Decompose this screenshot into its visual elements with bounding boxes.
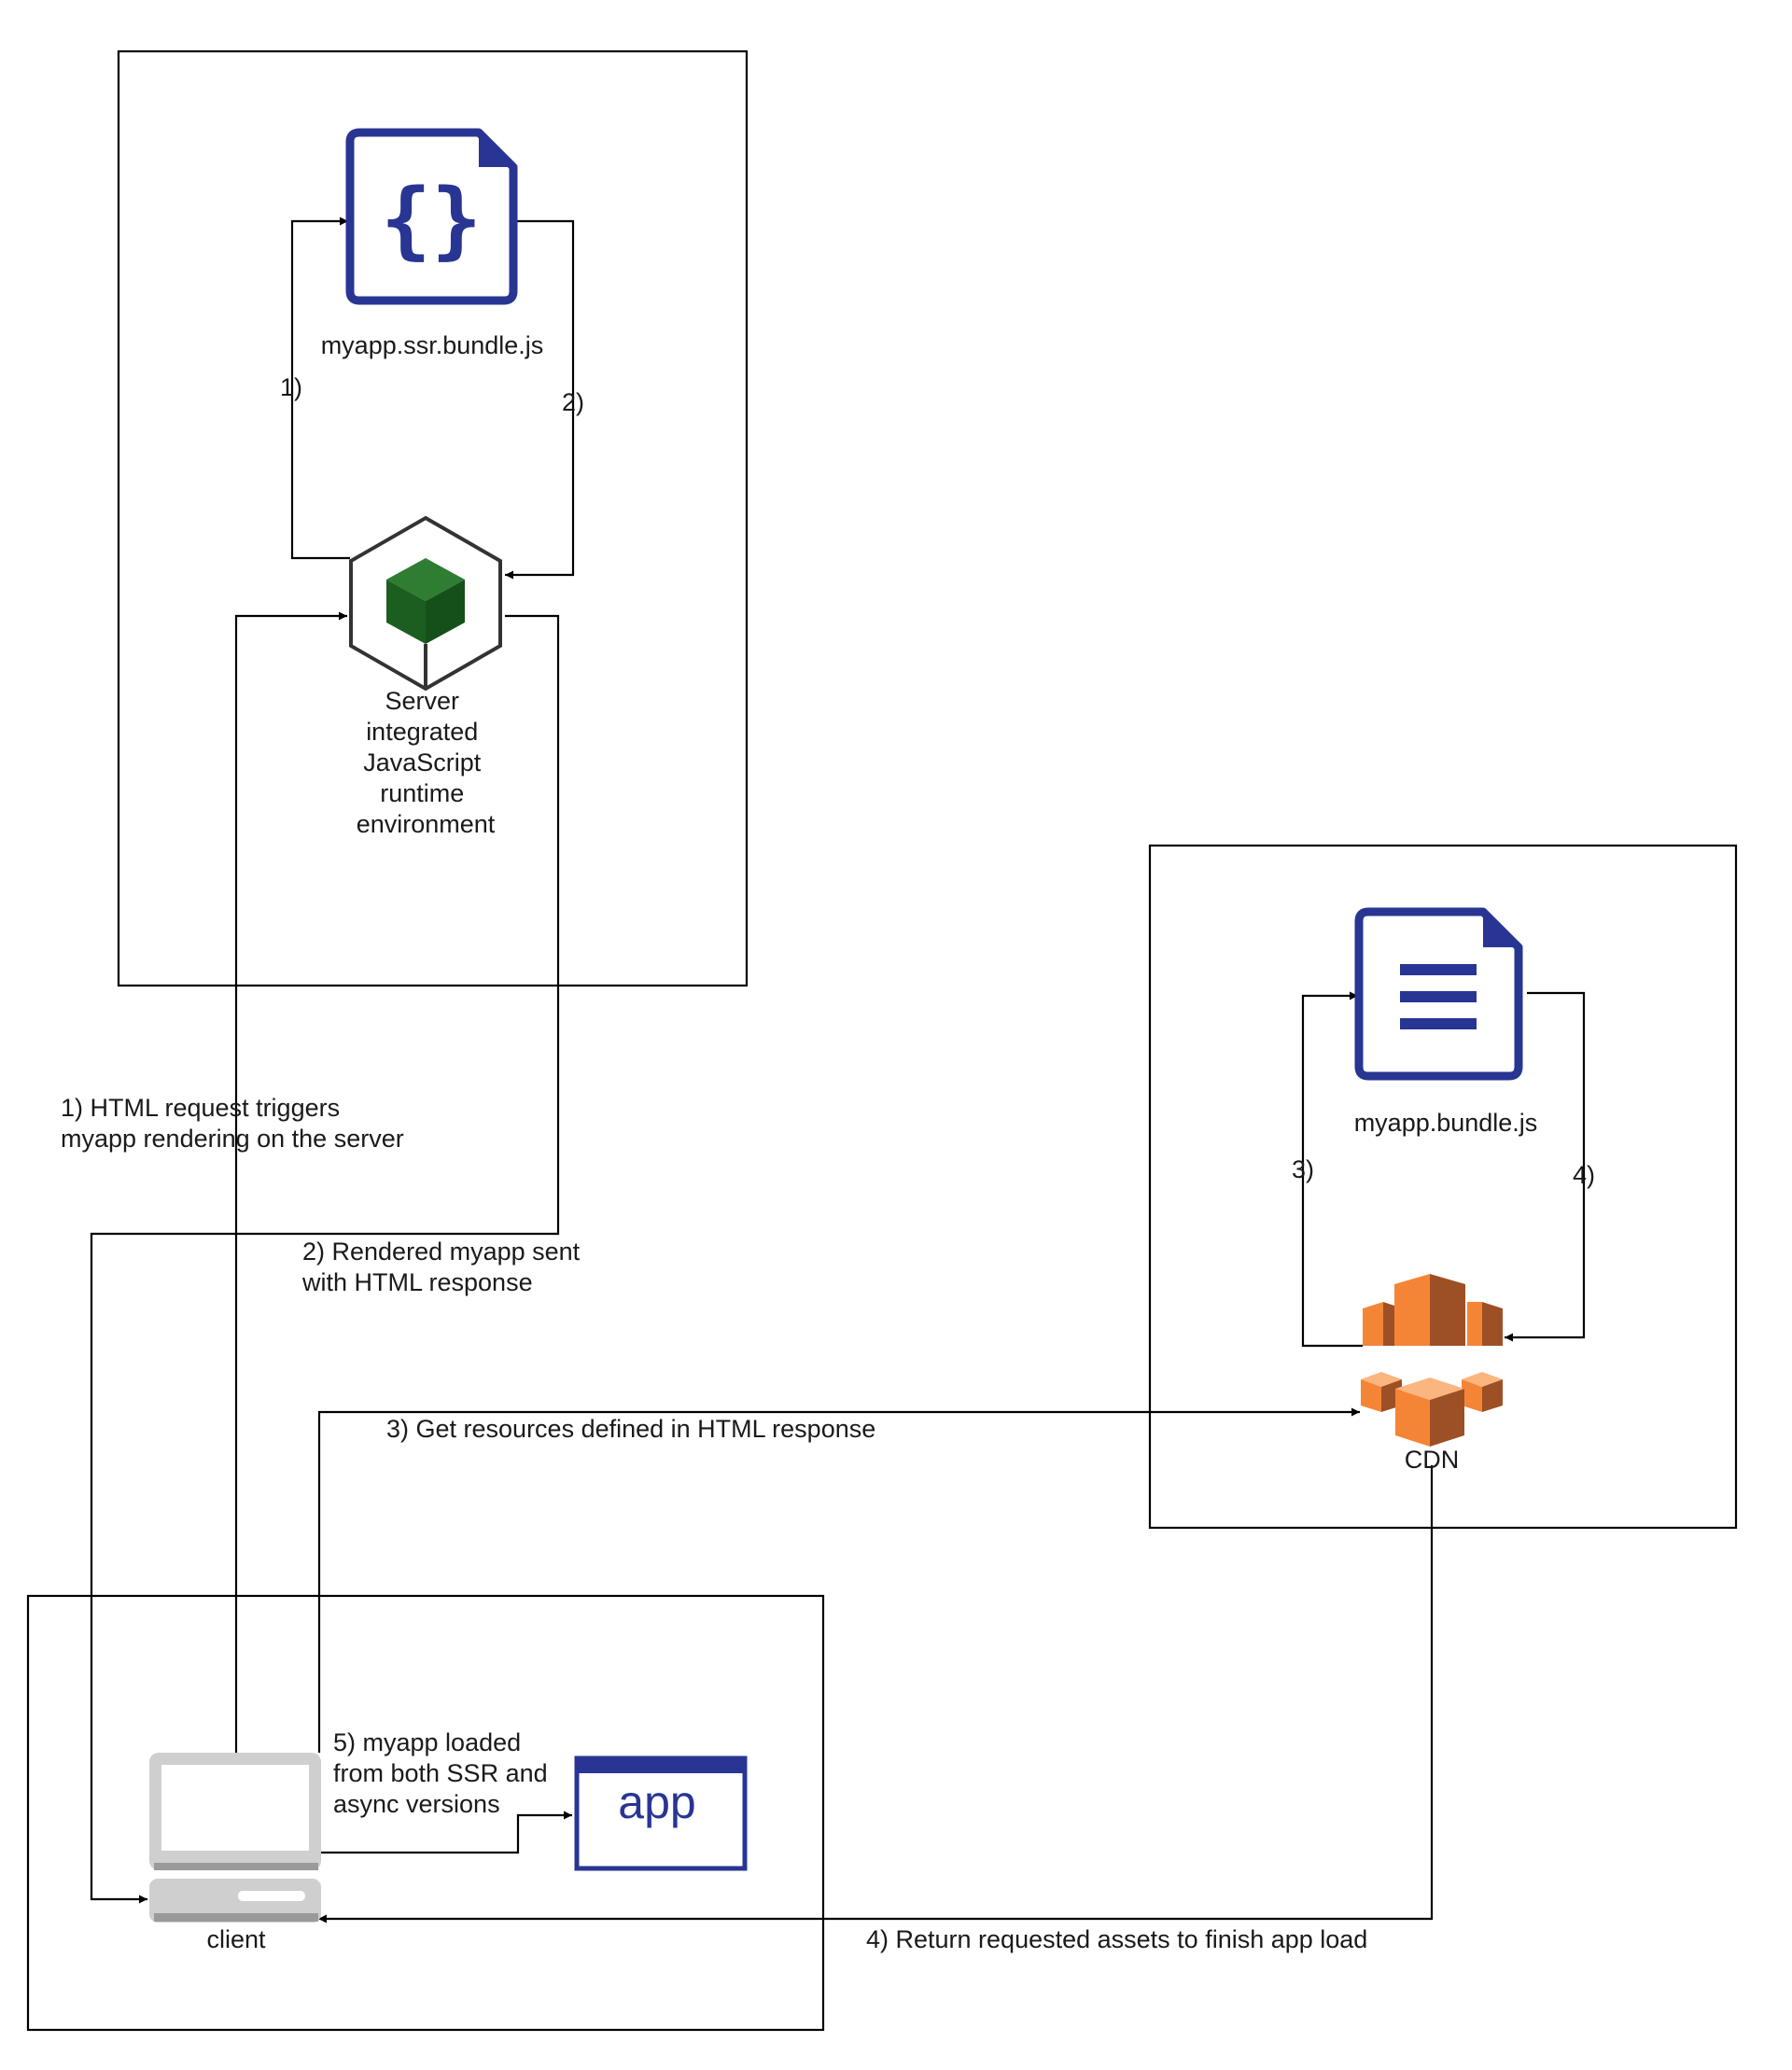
loaded-note: 5) myapp loaded from both SSR and async …: [333, 1728, 554, 1818]
connector-get-resources: [317, 1407, 1360, 1753]
step4-label: 4): [1573, 1161, 1595, 1189]
cdn-container: [1148, 844, 1738, 1530]
step2-label: 2): [562, 388, 584, 416]
cdn-label: CDN: [1405, 1446, 1460, 1474]
connector-step1-runtime-to-ssr-bundle: [290, 217, 350, 560]
get-resources-label: 3) Get resources defined in HTML respons…: [386, 1415, 875, 1443]
runtime-label-line: JavaScript: [363, 748, 482, 776]
connector-rendered-response: [90, 614, 560, 1904]
step1-label: 1): [280, 373, 302, 401]
runtime-label-line: Server: [385, 687, 459, 715]
document-lines-icon: [1354, 907, 1523, 1081]
connector-step4-bundle-to-cdn: [1505, 991, 1586, 1342]
ssr-bundle-label: myapp.ssr.bundle.js: [321, 331, 544, 359]
connector-return-assets: [318, 1465, 1434, 1923]
js-file-braces-icon: {}: [345, 128, 518, 305]
node-cube-icon: [349, 515, 502, 692]
html-request-label-line: 1) HTML request triggers: [61, 1094, 340, 1122]
app-window-icon: app: [574, 1755, 748, 1871]
connector-html-request: [234, 611, 347, 1753]
rendered-sent-label-line: with HTML response: [301, 1268, 533, 1296]
html-request-label-line: myapp rendering on the server: [61, 1125, 404, 1153]
connector-step2-ssr-bundle-to-runtime: [505, 219, 575, 580]
client-container: [26, 1594, 825, 2032]
runtime-label-line: environment: [357, 810, 496, 838]
bundle-label: myapp.bundle.js: [1354, 1109, 1538, 1137]
aws-cloudfront-cubes-icon: [1361, 1274, 1503, 1447]
app-label: app: [618, 1776, 695, 1828]
html-request-label: 1) HTML request triggers myapp rendering…: [61, 1094, 404, 1153]
connector-step3-cdn-to-bundle: [1301, 991, 1363, 1348]
return-assets-label: 4) Return requested assets to finish app…: [866, 1925, 1367, 1953]
connector-client-to-app: [321, 1811, 572, 1854]
desktop-computer-icon: [149, 1753, 321, 1923]
loaded-note-line: async versions: [333, 1790, 500, 1818]
server-container: [117, 49, 749, 987]
step3-label: 3): [1292, 1155, 1314, 1183]
rendered-sent-label: 2) Rendered myapp sent with HTML respons…: [301, 1238, 587, 1296]
loaded-note-line: from both SSR and: [333, 1759, 548, 1787]
client-label: client: [206, 1925, 266, 1953]
rendered-sent-label-line: 2) Rendered myapp sent: [302, 1238, 581, 1266]
runtime-label: Server integrated JavaScript runtime env…: [357, 687, 496, 838]
loaded-note-line: 5) myapp loaded: [333, 1728, 521, 1756]
runtime-label-line: runtime: [380, 779, 464, 807]
runtime-label-line: integrated: [366, 718, 478, 746]
svg-text:{}: {}: [381, 171, 482, 269]
